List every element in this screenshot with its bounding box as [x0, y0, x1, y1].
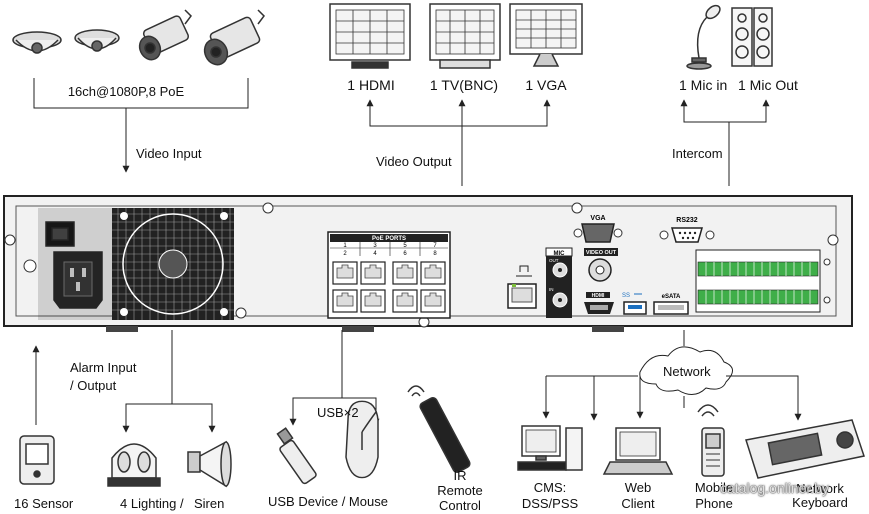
vga-monitor-icon: [509, 3, 583, 67]
lighting-label: 4 Lighting /: [120, 496, 184, 511]
camera-spec-label: 16ch@1080P,8 PoE: [67, 84, 185, 99]
mic-out-label: OUT: [549, 258, 559, 263]
poe-number-6: 6: [403, 251, 407, 257]
web-label-line2: Client: [621, 496, 655, 511]
laptop-icon: [602, 427, 674, 475]
mic-block: [545, 247, 573, 318]
speaker-icon: [731, 7, 773, 67]
mobile-label-line1: Mobile: [694, 480, 734, 495]
usb-count-label: USB×2: [317, 405, 359, 420]
intercom-connector: [680, 99, 770, 186]
poe-number-7: 7: [433, 243, 437, 249]
poe-port-group: [332, 261, 446, 313]
usb-port: SS: [622, 293, 647, 315]
network-label: Network: [663, 364, 711, 379]
video-output-connector: [366, 99, 551, 186]
poe-rj45-socket: [424, 264, 442, 279]
alarm-label-line2: / Output: [70, 378, 117, 393]
mic-out-text: 1 Mic Out: [738, 77, 798, 93]
mic-label: MIC: [554, 251, 566, 257]
siren-label: Siren: [194, 496, 225, 511]
usb-stick-icon: [276, 427, 317, 485]
rs232-label: RS232: [676, 217, 698, 224]
sensor-label: 16 Sensor: [14, 496, 74, 511]
vent-grille: [38, 208, 112, 320]
ir-remote-icon: [407, 385, 471, 474]
cms-computer-icon: [517, 425, 583, 471]
poe-rj45-socket: [336, 292, 354, 307]
cooling-fan: [112, 208, 234, 320]
poe-rj45-socket: [336, 264, 354, 279]
poe-rj45-socket: [364, 264, 382, 279]
esata-label: eSATA: [662, 294, 681, 300]
dome-camera-icon: [74, 29, 120, 52]
microphone-icon: [686, 4, 721, 70]
hdmi-label: HDMI: [592, 293, 605, 299]
poe-number-5: 5: [403, 243, 407, 249]
poe-number-1: 1: [343, 243, 347, 249]
lan-port: [507, 265, 537, 309]
alarm-terminal-block: [695, 249, 831, 313]
warning-light-icon: [107, 443, 161, 487]
ir-label-line1: IR: [453, 468, 467, 483]
poe-number-3: 3: [373, 243, 377, 249]
hdmi-monitor-icon: [329, 3, 411, 69]
keyboard-label: Network Keyboard: [792, 481, 848, 510]
bullet-camera-icon: [138, 9, 192, 61]
poe-number-4: 4: [373, 251, 377, 257]
cms-label-line2: DSS/PSS: [521, 496, 579, 511]
vga-label-text: 1 VGA: [525, 77, 567, 93]
video-out-label: VIDEO OUT: [586, 250, 617, 256]
mic-in-label: IN: [549, 287, 554, 292]
tv-label-text: 1 TV(BNC): [429, 77, 499, 93]
power-socket: [53, 251, 103, 309]
cms-label-line1: CMS:: [533, 480, 567, 495]
keyboard-controller-icon: [745, 419, 865, 479]
esata-port: [653, 301, 689, 315]
web-label-line1: Web: [624, 480, 652, 495]
bottom-connectors: [32, 330, 802, 433]
rs232-port: [659, 227, 715, 243]
poe-rj45-socket: [396, 264, 414, 279]
power-switch: [45, 221, 75, 247]
poe-number-2: 2: [343, 251, 347, 257]
video-input-connector: [33, 78, 249, 173]
hdmi-label-text: 1 HDMI: [347, 77, 395, 93]
video-input-label: Video Input: [136, 146, 202, 161]
poe-rj45-socket: [424, 292, 442, 307]
intercom-label: Intercom: [672, 146, 723, 161]
ir-label-line3: Control: [439, 498, 481, 513]
vga-port: [573, 223, 623, 243]
siren-icon: [187, 440, 232, 488]
hdmi-port: [584, 292, 614, 314]
ir-label-line2: Remote: [437, 483, 483, 498]
usb-device-label: USB Device / Mouse: [268, 494, 388, 509]
mic-in-text: 1 Mic in: [679, 77, 728, 93]
tv-monitor-icon: [429, 3, 501, 69]
watermark: catalog.onliner.by: [720, 480, 829, 496]
mobile-phone-icon: [697, 404, 725, 477]
bnc-video-out: [584, 248, 618, 282]
alarm-label-line1: Alarm Input: [70, 360, 137, 375]
poe-rj45-socket: [364, 292, 382, 307]
alarm-sensor-icon: [19, 435, 55, 485]
vga-label: VGA: [590, 215, 605, 222]
svg-text:SS: SS: [622, 293, 630, 299]
video-output-label: Video Output: [376, 154, 452, 169]
poe-rj45-socket: [396, 292, 414, 307]
mobile-label-line2: Phone: [695, 496, 733, 511]
bullet-camera-icon: [203, 9, 265, 66]
dome-camera-icon: [12, 31, 62, 54]
poe-title: PoE PORTS: [372, 236, 406, 242]
mouse-icon: [345, 400, 379, 479]
poe-number-8: 8: [433, 251, 437, 257]
